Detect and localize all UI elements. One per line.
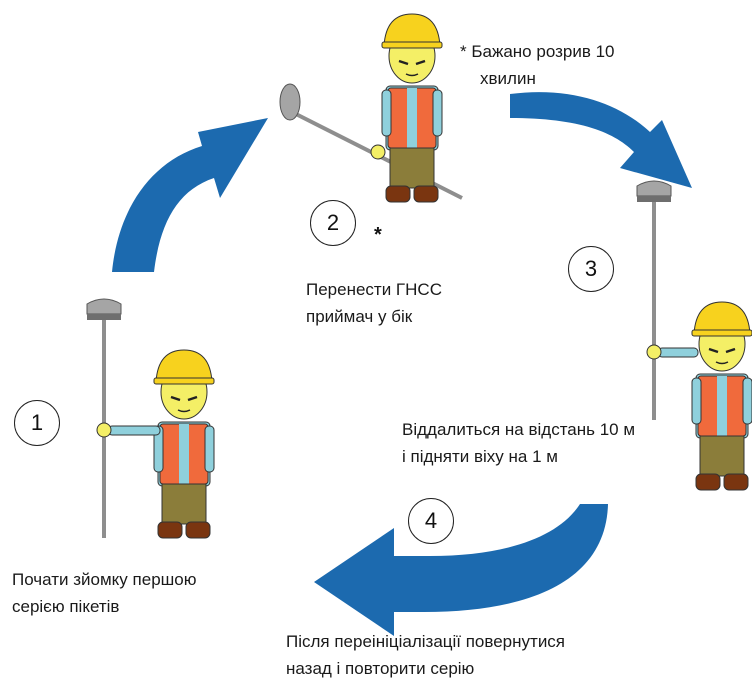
step-4-caption-line-1: Після переініціалізації повернутися [286, 632, 566, 651]
arrow-3-to-4-icon [314, 504, 608, 636]
step-4-caption: Після переініціалізації повернутися наза… [286, 628, 565, 682]
step-2-caption: Перенести ГНСС приймач у бік [306, 276, 442, 330]
surveyor-figure-3-icon [636, 180, 752, 492]
surveyor-figure-2-icon [279, 12, 463, 204]
note-line-1: Бажано розрив 10 [471, 42, 615, 61]
note-line-2: хвилин [480, 69, 536, 88]
step-number-4: 4 [408, 498, 454, 544]
note-asterisk: * [460, 42, 467, 61]
step-4-caption-line-2: назад і повторити серію [286, 659, 475, 678]
step-3-caption-line-2: і підняти віху на 1 м [402, 447, 558, 466]
step-number-3: 3 [568, 246, 614, 292]
step-1-caption: Почати зйомку першою серією пікетів [12, 566, 197, 620]
step-2-caption-line-2: приймач у бік [306, 307, 413, 326]
note-text: * Бажано розрив 10 хвилин [460, 38, 615, 92]
arrow-1-to-2-icon [112, 118, 268, 272]
step-1-caption-line-2: серією пікетів [12, 597, 120, 616]
step-3-caption-line-1: Віддалиться на відстань 10 м [402, 420, 636, 439]
surveyor-figure-1-icon [86, 298, 216, 540]
step-number-2: 2 [310, 200, 356, 246]
step-3-caption: Віддалиться на відстань 10 м і підняти в… [402, 416, 635, 470]
step-1-caption-line-1: Почати зйомку першою [12, 570, 197, 589]
arrow-2-to-3-icon [510, 92, 692, 188]
step-number-1: 1 [14, 400, 60, 446]
step-2-asterisk: * [374, 224, 382, 246]
step-2-caption-line-1: Перенести ГНСС [306, 280, 442, 299]
